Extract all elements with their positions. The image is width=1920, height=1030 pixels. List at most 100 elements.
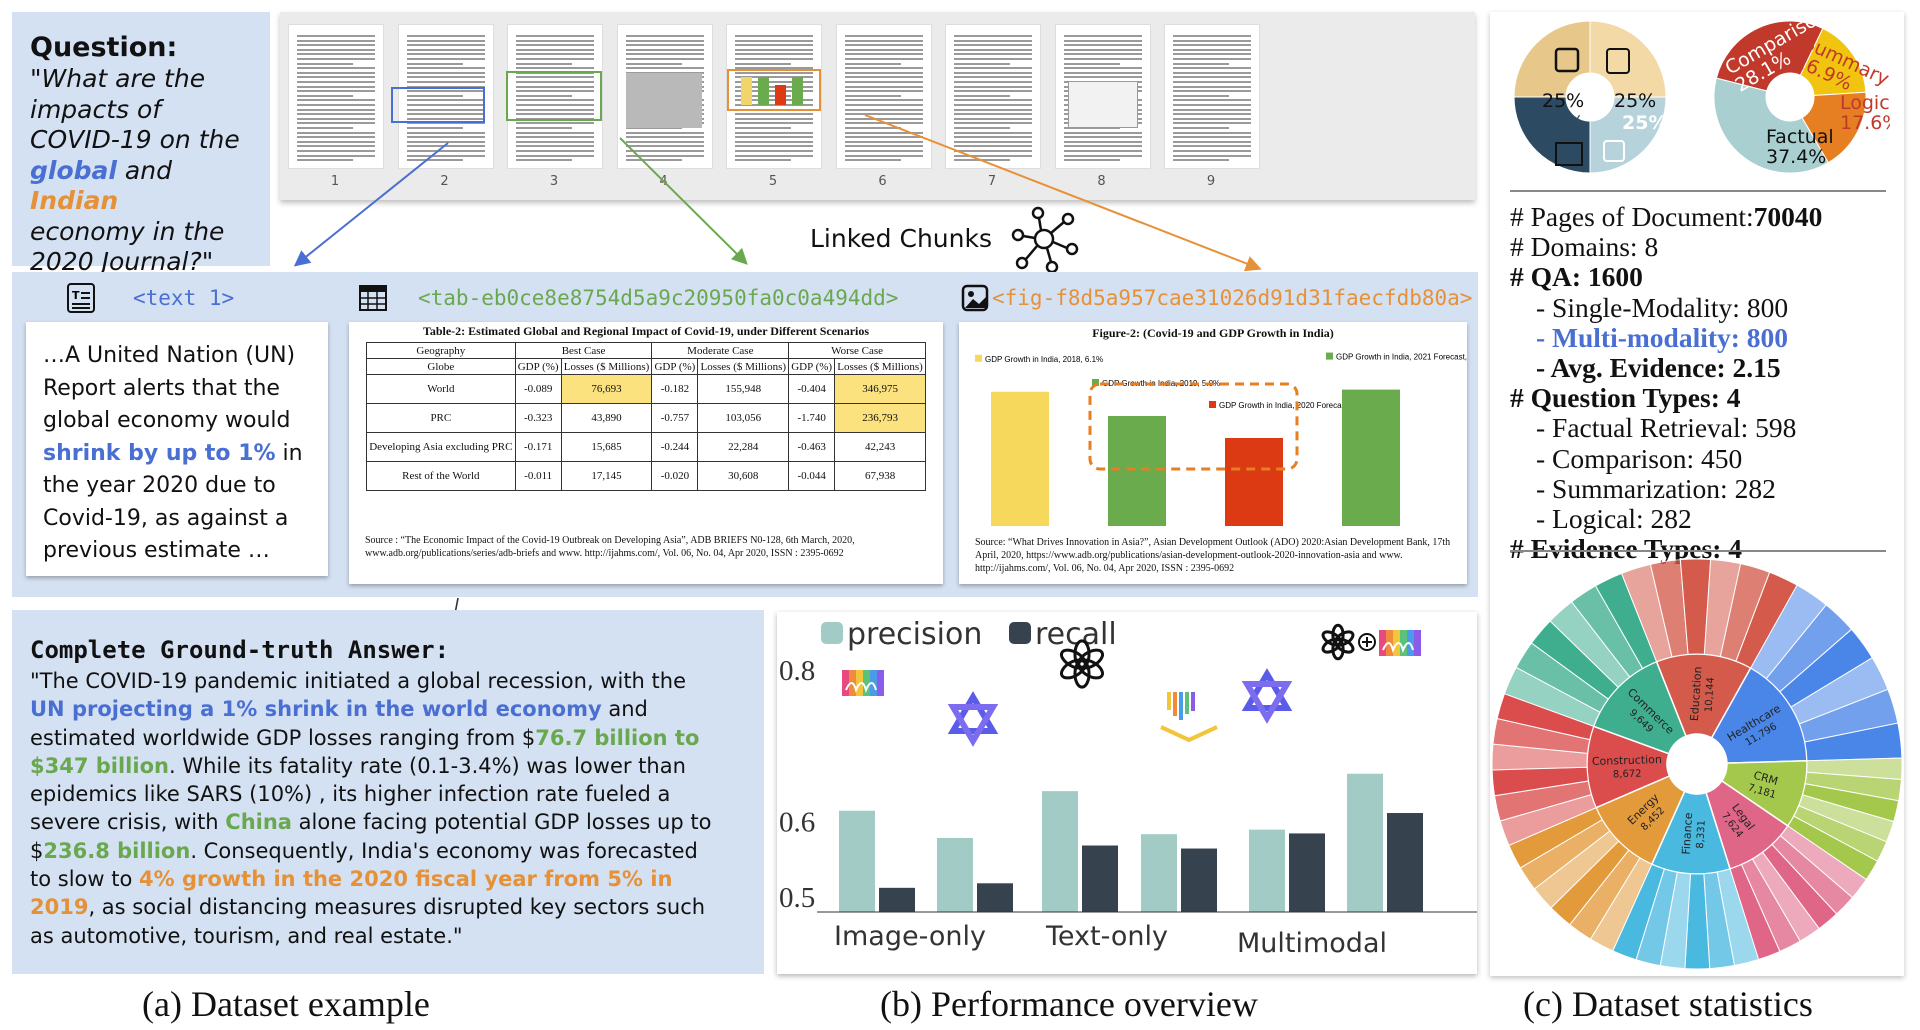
table-subheader: Losses ($ Millions) xyxy=(697,358,790,375)
page-text-line xyxy=(735,113,813,116)
page-text-line xyxy=(297,35,375,37)
page-text-line xyxy=(954,62,1010,65)
stat-value: 70040 xyxy=(1753,201,1823,232)
table-cell: -0.244 xyxy=(651,432,699,462)
page-text-line xyxy=(1063,154,1142,157)
page-text-line xyxy=(297,94,353,97)
page-text-line xyxy=(1063,127,1120,129)
text-segment: …A United Nation (UN) xyxy=(43,343,296,368)
table-cell: 43,890 xyxy=(560,403,653,433)
page-thumbnail[interactable] xyxy=(616,24,713,169)
text-segment: 2020 Journal?" xyxy=(30,247,214,276)
text-segment: Indian xyxy=(30,186,119,215)
gdp-bar-chart: GDP Growth in India, 2018, 6.1%GDP Growt… xyxy=(975,352,1467,526)
gdp-bar-label: GDP Growth in India, 2020 Forecast, 4.0% xyxy=(1219,401,1370,410)
page-text-line xyxy=(297,44,375,47)
page-thumbnail[interactable] xyxy=(1054,24,1151,169)
table-cell: 155,948 xyxy=(697,374,790,404)
page-thumbnail[interactable] xyxy=(835,24,932,169)
page-text-line xyxy=(625,159,682,162)
logo-tri xyxy=(1241,668,1293,711)
page-text-line xyxy=(516,136,594,139)
text-line: economy in the xyxy=(30,217,266,248)
page-text-line xyxy=(297,145,375,148)
text-segment: . While its fatality rate (0.1-3.4%) was… xyxy=(168,753,686,778)
page-text-line xyxy=(406,140,485,143)
arrow-text xyxy=(293,142,449,267)
page-text-line xyxy=(297,136,375,139)
page-text-line xyxy=(297,39,375,42)
page-text-line xyxy=(406,154,485,157)
gdp-bar xyxy=(991,391,1049,526)
page-text-line xyxy=(1063,62,1120,65)
page-text-line xyxy=(516,150,594,152)
gdp-legend-swatch xyxy=(975,354,982,362)
legend-swatch-recall xyxy=(1009,622,1031,644)
page-text-line xyxy=(844,85,923,88)
page-text-line xyxy=(735,67,813,70)
page-number: 9 xyxy=(1206,174,1216,189)
page-text-line xyxy=(735,159,791,162)
page-text-line xyxy=(297,108,375,111)
page-text-line xyxy=(1173,94,1229,97)
page-text-line xyxy=(735,35,813,37)
figure-title: Figure-2: (Covid-19 and GDP Growth in In… xyxy=(1092,326,1334,340)
page-text-line xyxy=(954,131,1032,134)
page-text-line xyxy=(844,154,923,157)
page-text-line xyxy=(297,140,375,143)
precision-bar xyxy=(839,810,875,912)
page-text-line xyxy=(625,58,704,60)
plus-icon xyxy=(1358,633,1376,651)
text-line: $236.8 billion. Consequently, India's ec… xyxy=(30,837,760,865)
table-evidence-box xyxy=(506,71,602,121)
page-text-line xyxy=(516,159,572,162)
table-chunk-id: <tab-eb0ce8e8754d5a9c20950fa0c0a494dd> xyxy=(418,286,899,310)
page-text-line xyxy=(1173,67,1251,70)
page-text-line xyxy=(954,67,1032,70)
table-subheader: GDP (%) xyxy=(788,358,836,375)
page-text-line xyxy=(516,145,594,148)
page-text-line xyxy=(625,127,682,129)
page-text-line xyxy=(954,39,1032,42)
page-text-line xyxy=(1063,76,1142,79)
page-thumbnail[interactable] xyxy=(1164,24,1260,169)
page-text-line xyxy=(625,44,704,47)
table-cell: -0.089 xyxy=(514,374,562,404)
answer-label: Complete Ground-truth Answer: xyxy=(30,636,450,664)
table-cell: -0.323 xyxy=(514,403,562,433)
sunburst-inner-label: Education xyxy=(1688,666,1705,722)
gdp-legend-swatch xyxy=(1326,352,1333,360)
page-text-line xyxy=(1063,131,1142,134)
page-text-line xyxy=(406,44,485,47)
page-text-line xyxy=(1063,145,1142,148)
stat-line: # Domains: 8 xyxy=(1510,232,1658,262)
page-thumbnail[interactable] xyxy=(945,24,1041,169)
logo-stripe xyxy=(1400,630,1407,656)
page-thumbnail[interactable] xyxy=(506,24,603,169)
text-line: $347 billion. While its fatality rate (0… xyxy=(30,752,760,780)
text-chunk-body: …A United Nation (UN)Report alerts that … xyxy=(43,340,318,568)
page-text-line xyxy=(954,127,1010,129)
page-text-line xyxy=(406,71,485,74)
model-logo-rainbow-2 xyxy=(1379,630,1421,656)
page-text-line xyxy=(844,104,923,106)
question-type-label: Logical xyxy=(1840,92,1890,114)
table-cell: -0.182 xyxy=(651,374,699,404)
stat-text: # Domains: 8 xyxy=(1510,231,1659,263)
page-text-line xyxy=(516,154,594,157)
table-group-header: Geography xyxy=(366,342,516,359)
page-thumbnail[interactable] xyxy=(726,24,822,169)
stat-line: # Question Types: 4 xyxy=(1510,383,1740,413)
figure-source: Source: “What Drives Innovation in Asia?… xyxy=(975,537,1451,574)
sunburst-inner-label: 8,672 xyxy=(1613,769,1642,781)
page-text-line xyxy=(844,159,901,162)
text-segment: COVID-19 on the xyxy=(30,125,240,154)
page-thumbnail[interactable] xyxy=(288,24,384,169)
divider-bottom xyxy=(1510,550,1886,552)
text-line: Covid-19, as against a xyxy=(43,503,318,536)
page-text-line xyxy=(406,76,485,79)
text-segment: UN projecting a 1% shrink in the world e… xyxy=(30,697,602,722)
page-text-line xyxy=(1063,150,1142,152)
text-segment: the year 2020 due to xyxy=(43,473,276,498)
